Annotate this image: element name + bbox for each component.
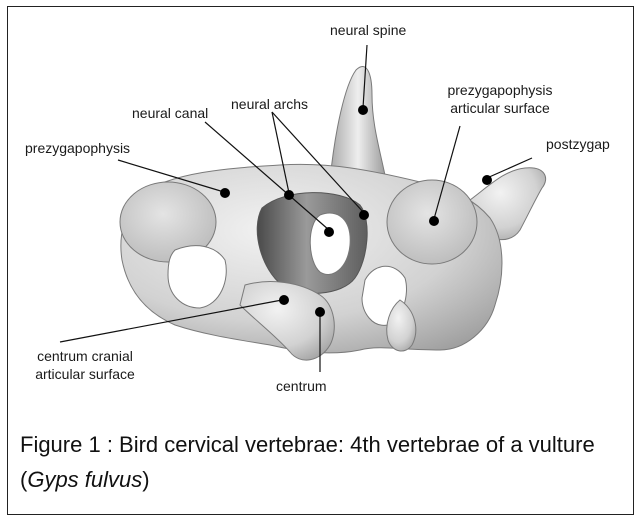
label-centrum: centrum: [276, 378, 327, 395]
neural-spine-shape: [330, 66, 386, 180]
label-postzygap: postzygap: [546, 136, 610, 153]
figure-caption: Figure 1 : Bird cervical vertebrae: 4th …: [20, 427, 620, 497]
label-neural-canal: neural canal: [132, 105, 208, 122]
label-neural-archs: neural archs: [231, 96, 308, 113]
label-prezygapophysis-surface-line2: articular surface: [425, 100, 575, 117]
label-prezygapophysis-surface-line1: prezygapophysis: [425, 82, 575, 99]
label-centrum-cranial-line1: centrum cranial: [25, 348, 145, 365]
label-centrum-cranial-line2: articular surface: [25, 366, 145, 383]
label-prezygapophysis: prezygapophysis: [25, 140, 130, 157]
caption-species: Gyps fulvus: [27, 467, 142, 492]
caption-close: ): [142, 467, 149, 492]
label-neural-spine: neural spine: [330, 22, 406, 39]
